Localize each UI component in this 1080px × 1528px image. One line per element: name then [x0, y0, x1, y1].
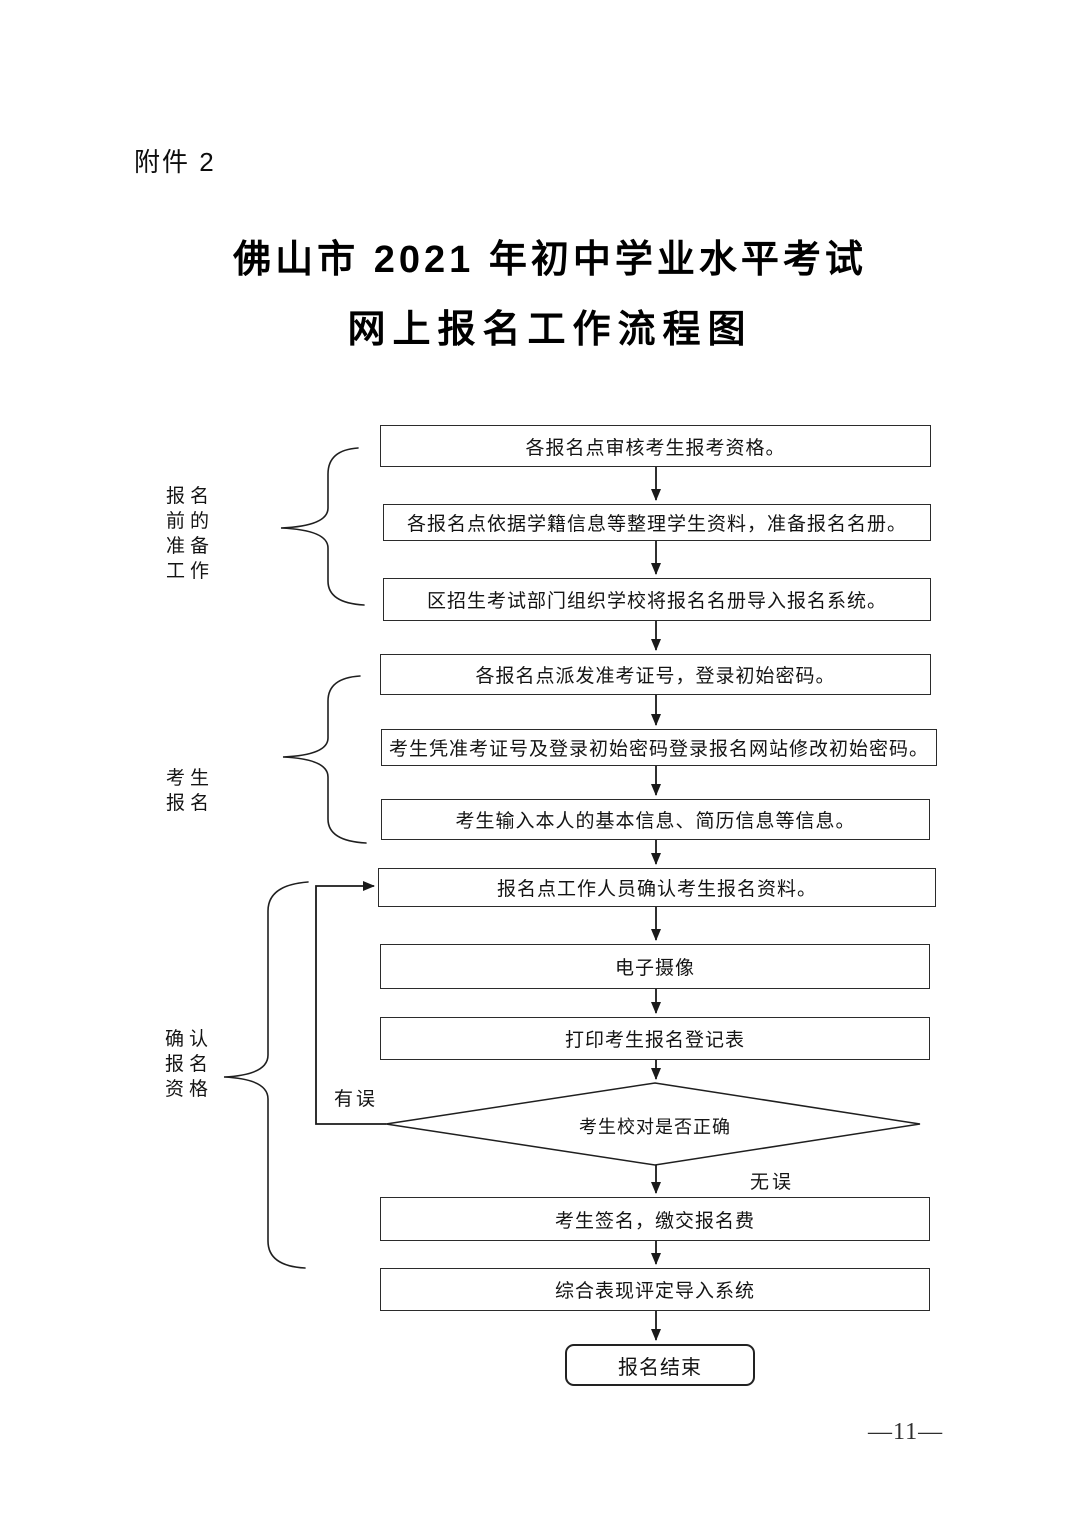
curly-brace-stage1: [280, 447, 365, 606]
flow-step-box: 区招生考试部门组织学校将报名名册导入报名系统。: [383, 578, 931, 621]
flow-step-box: 考生签名，缴交报名费: [380, 1197, 930, 1241]
flow-step-box: 综合表现评定导入系统: [380, 1268, 930, 1311]
stage-label-line: 报名: [165, 1054, 214, 1075]
page-number: —11—: [868, 1419, 944, 1445]
flow-step-box: 各报名点依据学籍信息等整理学生资料，准备报名名册。: [383, 504, 931, 541]
stage-label-confirmation: 确认 报名 资格: [165, 1027, 213, 1102]
curly-brace-stage3: [223, 881, 309, 1269]
flow-step-box: 考生凭准考证号及登录初始密码登录报名网站修改初始密码。: [381, 729, 937, 766]
terminal-box: 报名结束: [565, 1344, 755, 1386]
stage-label-line: 报名: [166, 486, 215, 507]
stage-label-preparation: 报名 前的 准备 工作: [166, 484, 214, 584]
flow-step-box: 各报名点派发准考证号，登录初始密码。: [380, 654, 931, 695]
stage-label-line: 考生: [166, 768, 215, 789]
stage-label-line: 准备: [166, 536, 215, 557]
stage-label-line: 前的: [166, 511, 215, 532]
flow-step-box: 打印考生报名登记表: [380, 1017, 930, 1060]
error-branch-label: 有误: [334, 1089, 379, 1110]
flow-step-box: 考生输入本人的基本信息、简历信息等信息。: [381, 799, 930, 840]
stage-label-line: 报名: [166, 793, 215, 814]
flow-step-box: 电子摄像: [380, 944, 930, 989]
document-title-line2: 网上报名工作流程图: [347, 309, 753, 351]
curly-brace-stage2: [282, 675, 367, 844]
stage-label-line: 资格: [165, 1079, 214, 1100]
attachment-label: 附件 2: [134, 147, 216, 177]
flow-step-box: 各报名点审核考生报考资格。: [380, 425, 931, 467]
stage-label-registration: 考生 报名: [166, 766, 214, 816]
stage-label-line: 工作: [166, 561, 215, 582]
ok-branch-label: 无误: [750, 1172, 795, 1193]
decision-question: 考生校对是否正确: [579, 1117, 731, 1137]
flow-step-box: 报名点工作人员确认考生报名资料。: [378, 868, 936, 907]
document-title-line1: 佛山市 2021 年初中学业水平考试: [233, 239, 867, 281]
stage-label-line: 确认: [165, 1029, 214, 1050]
